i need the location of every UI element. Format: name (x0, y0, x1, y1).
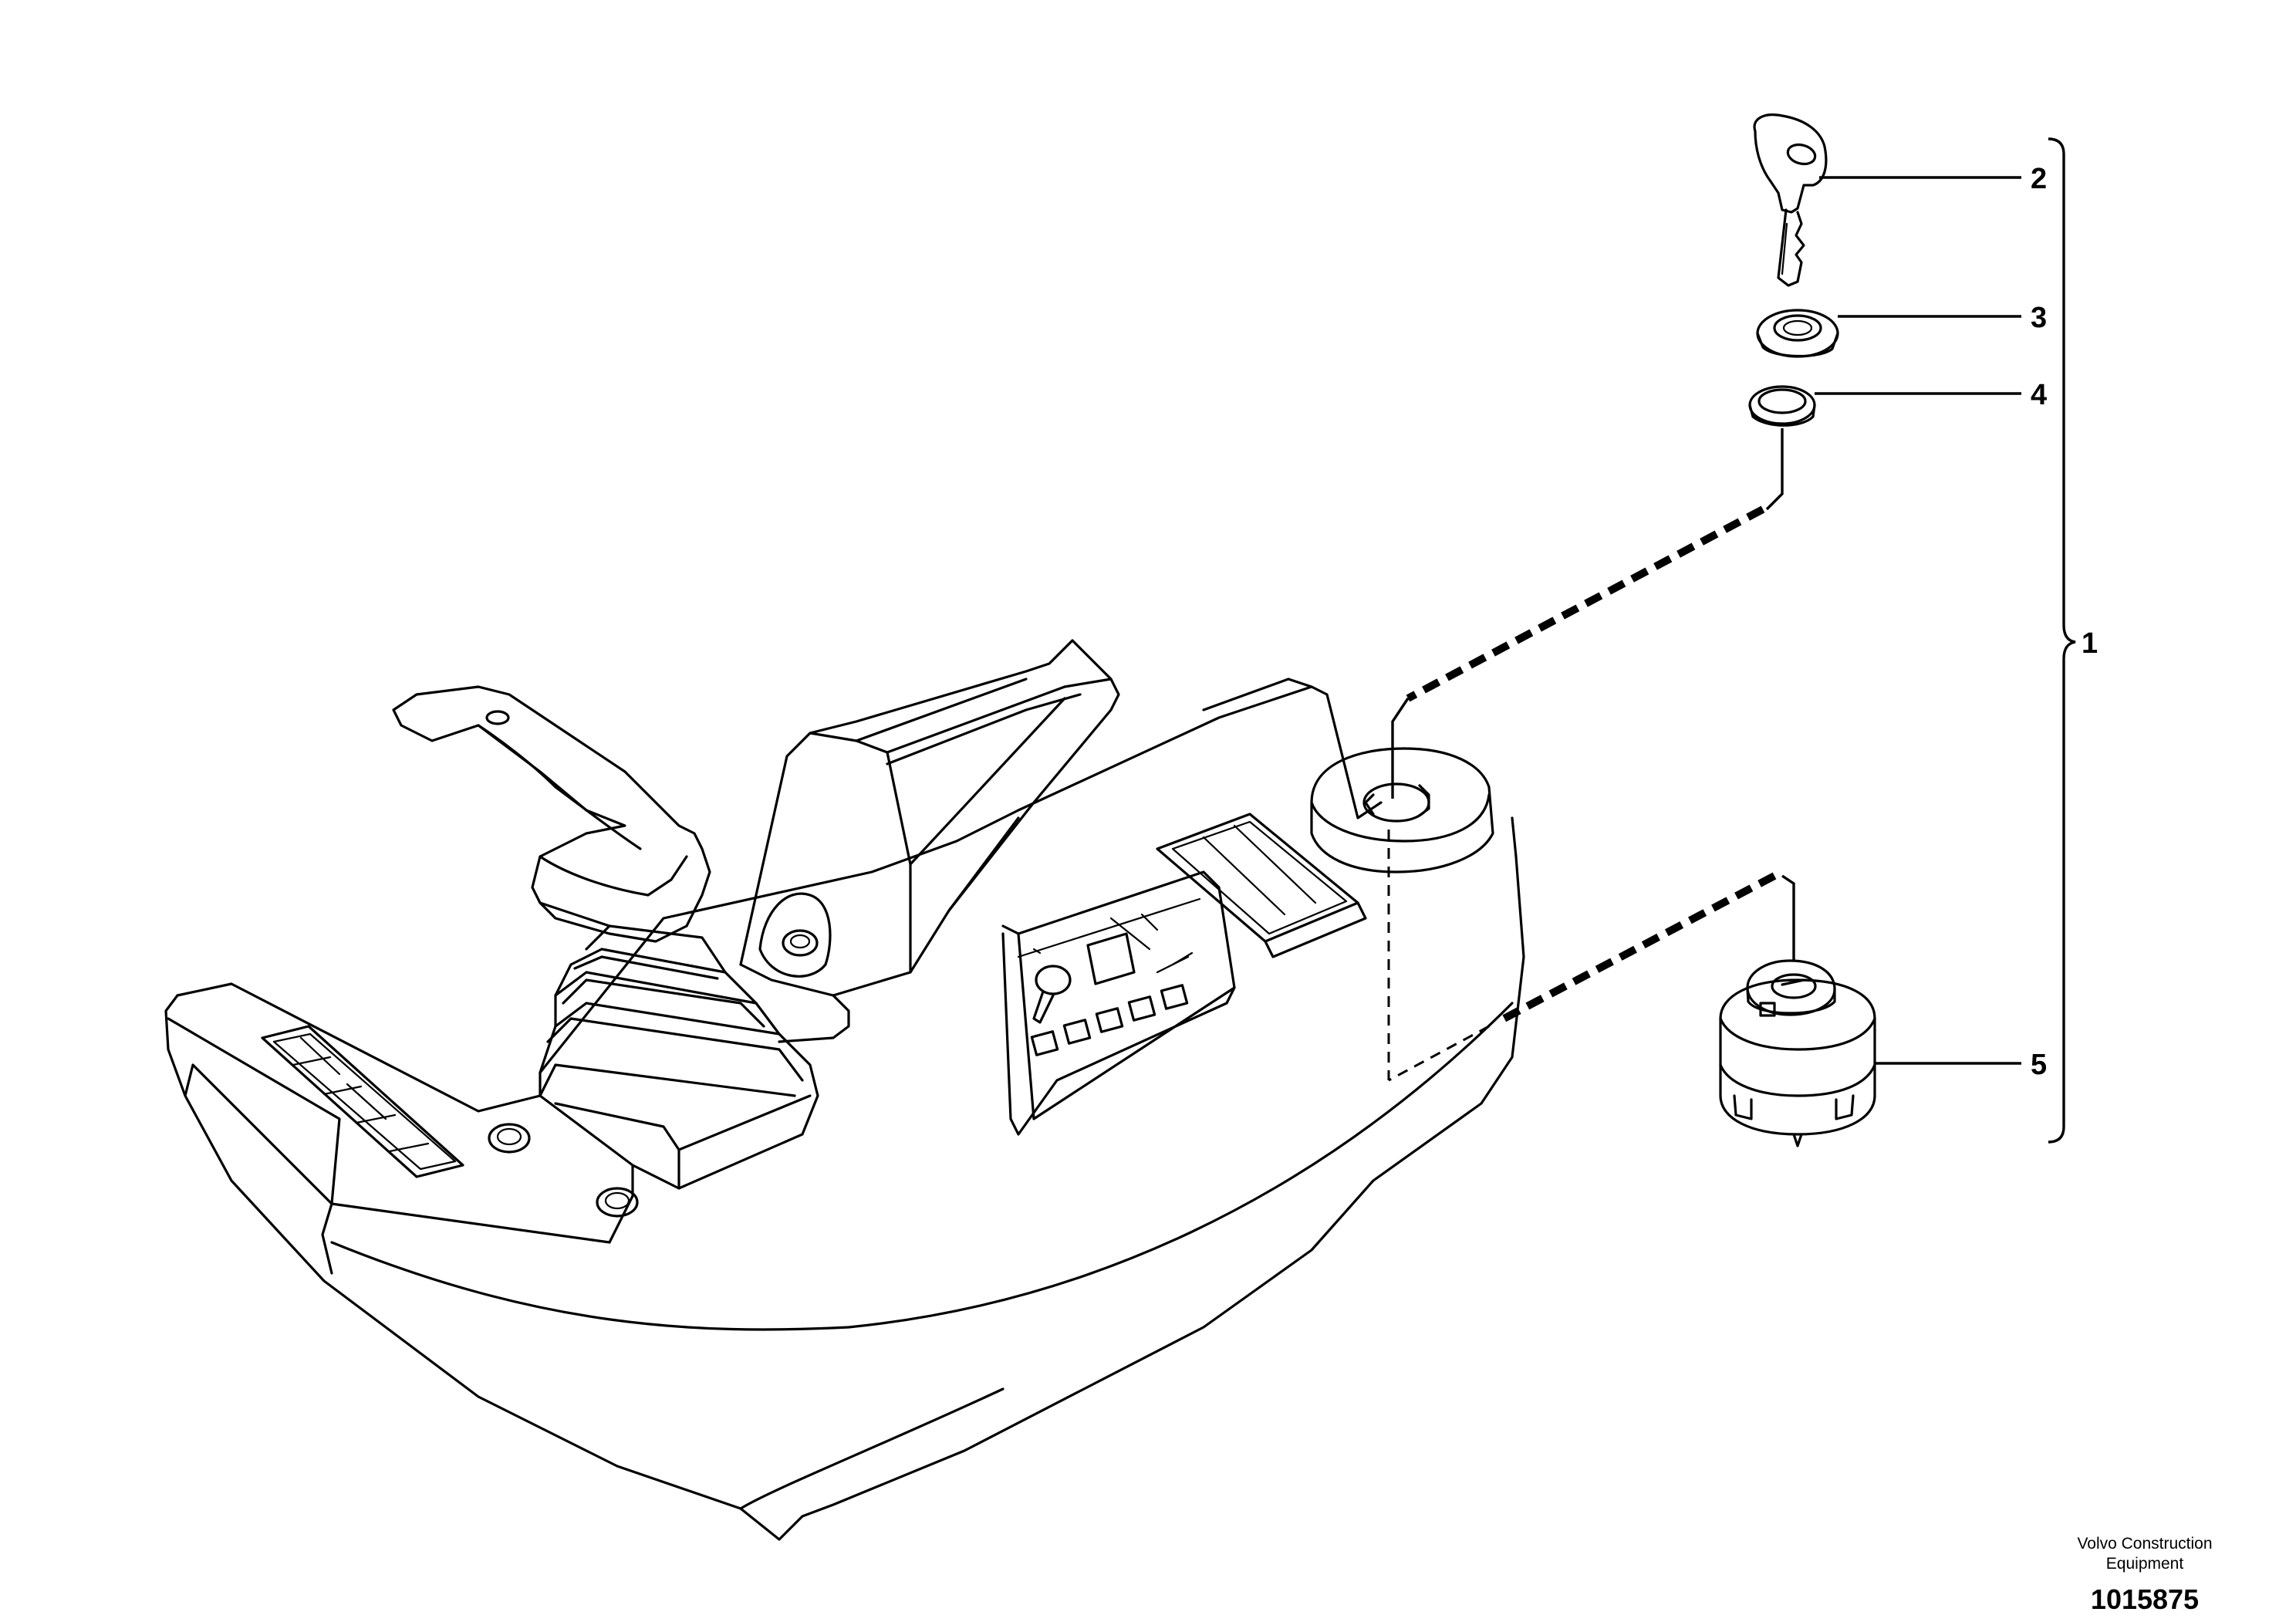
callout-3: 3 (1838, 302, 2047, 334)
bolt-hole-front-left (488, 1123, 531, 1154)
part-ignition-switch (1719, 959, 1876, 1147)
callout-1: 1 (2048, 137, 2098, 1144)
callout-2: 2 (1819, 163, 2047, 195)
company-name-line2: Equipment (2105, 1555, 2184, 1573)
callout-2-label: 2 (2031, 163, 2047, 195)
part-nut (1748, 385, 1816, 427)
callout-5: 5 (1875, 1049, 2047, 1081)
callout-4-label: 4 (2031, 379, 2047, 411)
assembly-path-upper (1391, 428, 1784, 799)
part-bezel (1756, 309, 1839, 358)
callout-1-label: 1 (2082, 627, 2098, 660)
assembly-path-lower (1387, 830, 1795, 1082)
right-switch-panel (1156, 813, 1367, 958)
control-console (164, 639, 1525, 1541)
joystick-boot (539, 924, 819, 1190)
joystick-handle (392, 685, 711, 943)
armrest (739, 639, 1120, 1043)
part-key (1753, 113, 1828, 287)
bolt-hole-front-right (596, 1187, 639, 1218)
left-switch-panel (261, 1025, 464, 1178)
key-switch-boss (1310, 747, 1494, 874)
callout-4: 4 (1815, 379, 2047, 411)
drawing-number: 1015875 (2090, 1583, 2200, 1615)
instrument-panel (1001, 870, 1236, 1136)
company-name-line1: Volvo Construction (2077, 1535, 2213, 1553)
callout-5-label: 5 (2031, 1049, 2047, 1081)
callout-3-label: 3 (2031, 302, 2047, 334)
